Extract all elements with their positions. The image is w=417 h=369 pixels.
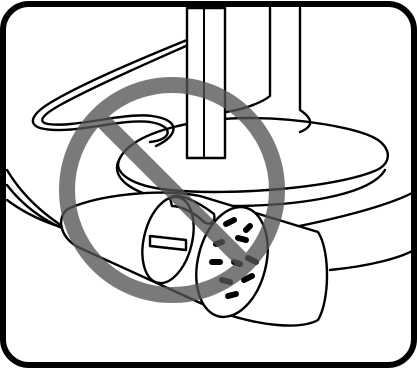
pin-mark-9 — [228, 294, 236, 296]
pin-mark-10 — [246, 226, 250, 230]
pin-mark-8 — [244, 276, 252, 280]
pin-mark-3 — [238, 238, 246, 240]
pin-mark-1 — [226, 220, 234, 224]
